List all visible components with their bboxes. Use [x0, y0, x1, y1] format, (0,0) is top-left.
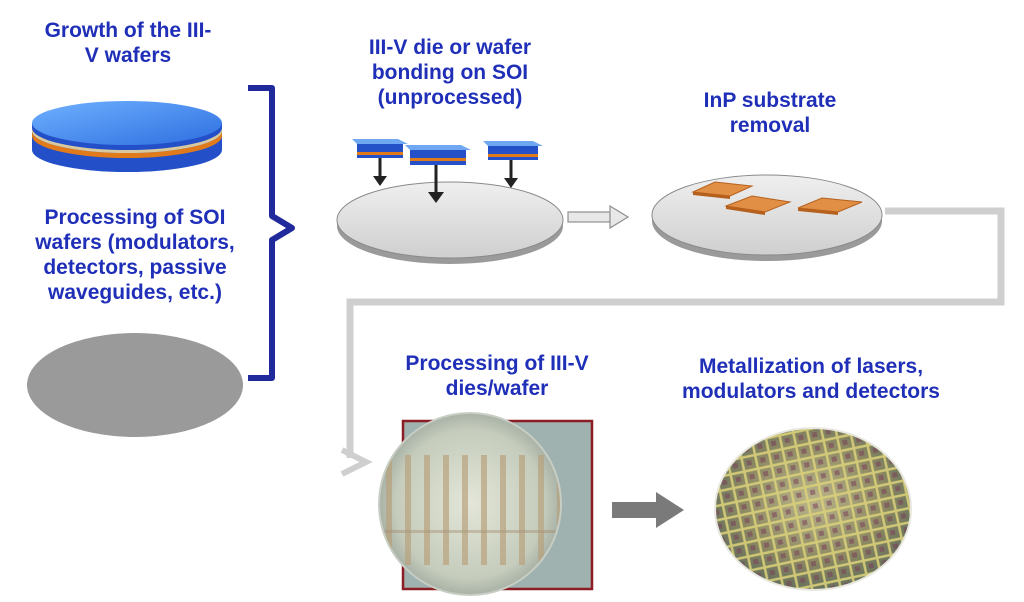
bonding-label: III-V die or wafer bonding on SOI (unpro… — [368, 36, 532, 109]
flow-arrow-processing-to-metallization — [612, 492, 684, 528]
bonding-platter — [336, 181, 564, 264]
metallization-label: Metallization of lasers, modulators and … — [682, 355, 940, 403]
iii-v-wafer-illustration — [32, 101, 222, 172]
soi-wafer-illustration — [27, 333, 243, 437]
grouping-bracket — [248, 85, 295, 381]
flow-connector-line — [346, 207, 1005, 458]
metallization-photo — [714, 427, 912, 591]
bonding-die-1 — [352, 139, 408, 186]
iii-v-processing-label: Processing of III-V dies/wafer — [405, 352, 589, 400]
bonding-die-3 — [483, 141, 543, 188]
flow-arrow-bonding-to-removal — [567, 204, 630, 230]
removal-label: InP substrate removal — [703, 89, 837, 137]
bonding-die-2 — [405, 145, 471, 203]
soi-processing-label: Processing of SOI wafers (modulators, de… — [35, 206, 235, 304]
inp-removed-die-3 — [797, 197, 863, 215]
inp-removed-die-1 — [691, 181, 754, 199]
growth-label: Growth of the III- V wafers — [44, 19, 212, 67]
substrate-removal-platter — [651, 174, 883, 261]
inp-removed-die-2 — [724, 195, 792, 215]
iii-v-processing-photo — [378, 412, 594, 596]
connector-chevron — [340, 447, 373, 477]
